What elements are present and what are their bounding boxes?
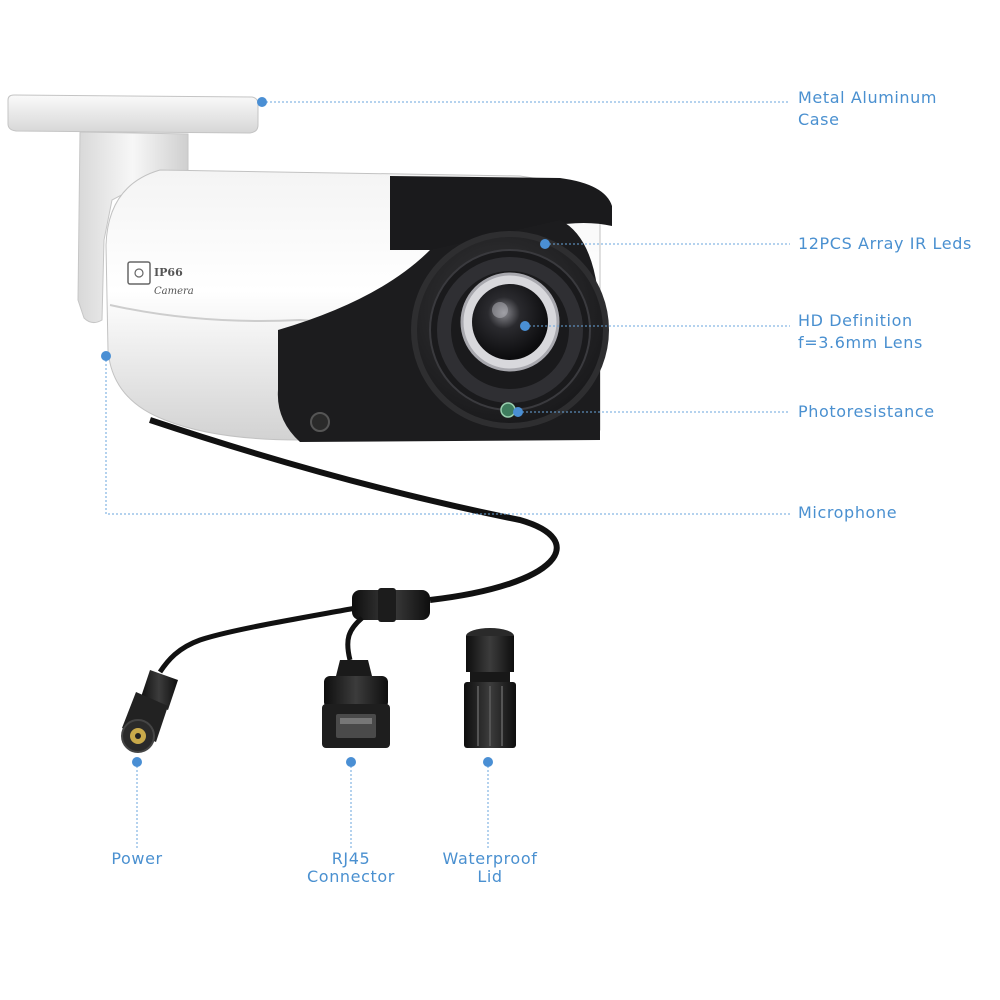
dot-microphone <box>101 351 111 361</box>
badge-word: Camera <box>154 286 194 297</box>
label-waterproof-lid: Waterproof Lid <box>442 849 538 886</box>
label-case: Metal Aluminum Case <box>798 88 938 129</box>
dot-waterproof-lid <box>483 757 493 767</box>
waterproof-lid-icon <box>464 628 516 748</box>
ip-camera-illustration: IP66 Camera <box>7 94 612 674</box>
label-photoresistance: Photoresistance <box>798 402 935 421</box>
badge-rating: IP66 <box>154 266 183 279</box>
dc-power-plug-icon <box>121 670 178 753</box>
label-lens: HD Definition f=3.6mm Lens <box>798 311 923 352</box>
ip66-badge: IP66 Camera <box>127 261 194 297</box>
dot-power <box>132 757 142 767</box>
label-power: Power <box>111 849 163 868</box>
dot-photoresistance <box>513 407 523 417</box>
label-ir-leds: 12PCS Array IR Leds <box>798 234 972 253</box>
callout-dots <box>101 97 550 767</box>
rj45-connector-icon <box>322 660 390 748</box>
label-rj45: RJ45 Connector <box>307 849 395 886</box>
leader-lines <box>105 101 790 848</box>
dot-case <box>257 97 267 107</box>
dot-ir-leds <box>540 239 550 249</box>
dot-rj45 <box>346 757 356 767</box>
label-microphone: Microphone <box>798 503 898 522</box>
dot-lens <box>520 321 530 331</box>
